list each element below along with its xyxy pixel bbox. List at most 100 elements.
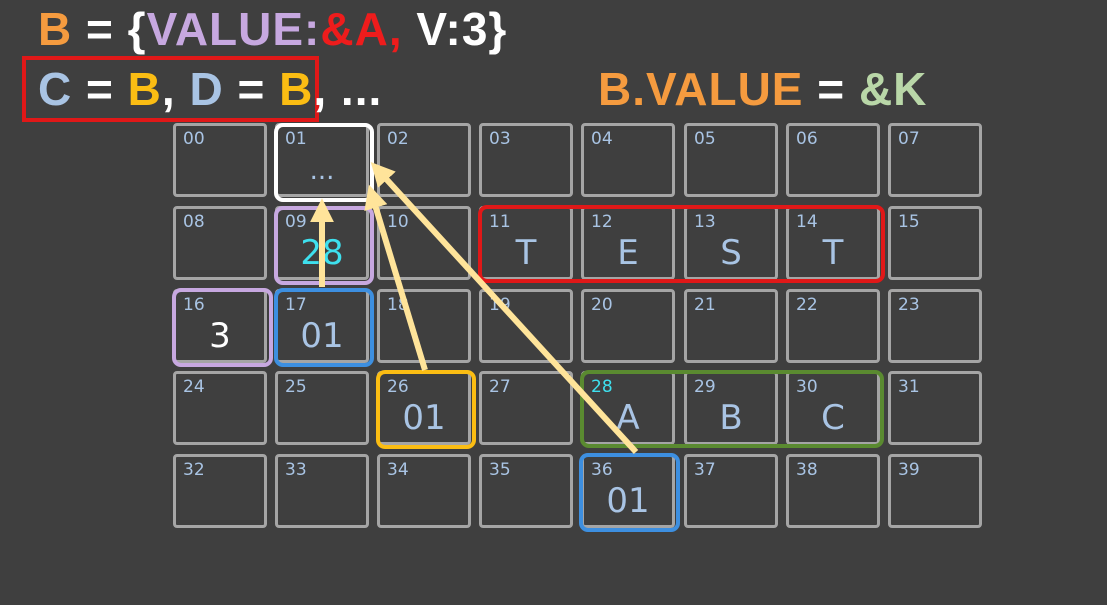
- memory-cell-00: 00: [173, 123, 267, 197]
- cell-address: 01: [285, 129, 307, 149]
- memory-cell-03: 03: [479, 123, 573, 197]
- memory-cell-39: 39: [888, 454, 982, 528]
- memory-cell-35: 35: [479, 454, 573, 528]
- cell-address: 14: [796, 212, 818, 232]
- cell-address: 03: [489, 129, 511, 149]
- cell-value: B: [719, 398, 743, 438]
- value-ref: &A,: [320, 3, 403, 55]
- cell-value: A: [616, 398, 640, 438]
- memory-cell-10: 10: [377, 206, 471, 280]
- memory-cell-37: 37: [684, 454, 778, 528]
- memory-cell-22: 22: [786, 289, 880, 363]
- cell-address: 24: [183, 377, 205, 397]
- test-string-highlight: [478, 205, 885, 283]
- cell-17-highlight: [274, 288, 374, 367]
- v-field: V:3}: [402, 3, 508, 55]
- cell-address: 06: [796, 129, 818, 149]
- ellipsis: , ...: [313, 63, 383, 115]
- cell-address: 00: [183, 129, 205, 149]
- cell-address: 21: [694, 295, 716, 315]
- memory-cell-06: 06: [786, 123, 880, 197]
- memory-cell-31: 31: [888, 371, 982, 445]
- cell-value: E: [617, 233, 639, 273]
- cell-address: 26: [387, 377, 409, 397]
- cell-address: 36: [591, 460, 613, 480]
- var-b-1: B: [127, 63, 162, 115]
- cell-address: 17: [285, 295, 307, 315]
- cell-address: 35: [489, 460, 511, 480]
- cell-address: 05: [694, 129, 716, 149]
- var-b-2: B: [279, 63, 314, 115]
- cell-address: 30: [796, 377, 818, 397]
- cell-value: S: [720, 233, 742, 273]
- cell-address: 10: [387, 212, 409, 232]
- cell-address: 29: [694, 377, 716, 397]
- cell-address: 12: [591, 212, 613, 232]
- memory-cell-24: 24: [173, 371, 267, 445]
- cell-26-highlight: [376, 370, 476, 449]
- memory-cell-20: 20: [581, 289, 675, 363]
- cell-address: 25: [285, 377, 307, 397]
- cell-address: 20: [591, 295, 613, 315]
- cell-address: 02: [387, 129, 409, 149]
- cell-address: 38: [796, 460, 818, 480]
- memory-cell-32: 32: [173, 454, 267, 528]
- cell-address: 08: [183, 212, 205, 232]
- cell-value: 3: [209, 316, 231, 356]
- cell-address: 32: [183, 460, 205, 480]
- memory-cell-27: 27: [479, 371, 573, 445]
- cell-address: 37: [694, 460, 716, 480]
- cell-address: 33: [285, 460, 307, 480]
- cell-16-highlight: [172, 288, 273, 367]
- value-key: VALUE:: [146, 3, 321, 55]
- cell-address: 23: [898, 295, 920, 315]
- cell-value: 01: [300, 316, 344, 356]
- memory-cell-25: 25: [275, 371, 369, 445]
- cell-address: 39: [898, 460, 920, 480]
- comma-1: ,: [161, 63, 190, 115]
- memory-cell-23: 23: [888, 289, 982, 363]
- memory-cell-33: 33: [275, 454, 369, 528]
- abc-string-highlight: [580, 370, 884, 448]
- cell-address: 04: [591, 129, 613, 149]
- cell-value: T: [822, 233, 844, 273]
- var-c: C: [38, 63, 73, 115]
- header-line-1: B = {VALUE:&A, V:3}: [38, 2, 507, 56]
- cell-address: 28: [591, 377, 613, 397]
- cell-address: 11: [489, 212, 511, 232]
- cell-address: 13: [694, 212, 716, 232]
- cell-address: 34: [387, 460, 409, 480]
- assignment-highlight-box: [22, 56, 319, 122]
- cell-value: ...: [309, 156, 335, 186]
- cell-value: 01: [606, 481, 650, 521]
- var-b: B: [38, 3, 73, 55]
- memory-cell-05: 05: [684, 123, 778, 197]
- memory-cell-21: 21: [684, 289, 778, 363]
- k-ref: &K: [858, 63, 928, 115]
- memory-cell-04: 04: [581, 123, 675, 197]
- cell-value: 01: [402, 398, 446, 438]
- arrow-36-to-01: [370, 162, 639, 455]
- memory-cell-07: 07: [888, 123, 982, 197]
- cell-address: 16: [183, 295, 205, 315]
- cell-value: T: [515, 233, 537, 273]
- var-d: D: [189, 63, 224, 115]
- memory-cell-38: 38: [786, 454, 880, 528]
- cell-address: 15: [898, 212, 920, 232]
- eq-1: =: [72, 63, 128, 115]
- eq-2: =: [223, 63, 280, 115]
- cell-address: 09: [285, 212, 307, 232]
- memory-cell-34: 34: [377, 454, 471, 528]
- cell-value: C: [821, 398, 845, 438]
- cell-address: 07: [898, 129, 920, 149]
- cell-36-highlight: [579, 453, 680, 532]
- memory-cell-08: 08: [173, 206, 267, 280]
- eq-brace: = {: [72, 3, 147, 55]
- eq-3: =: [803, 63, 859, 115]
- cell-address: 22: [796, 295, 818, 315]
- header-line-3: B.VALUE = &K: [598, 62, 927, 116]
- memory-cell-15: 15: [888, 206, 982, 280]
- arrow-26-to-01: [364, 184, 428, 371]
